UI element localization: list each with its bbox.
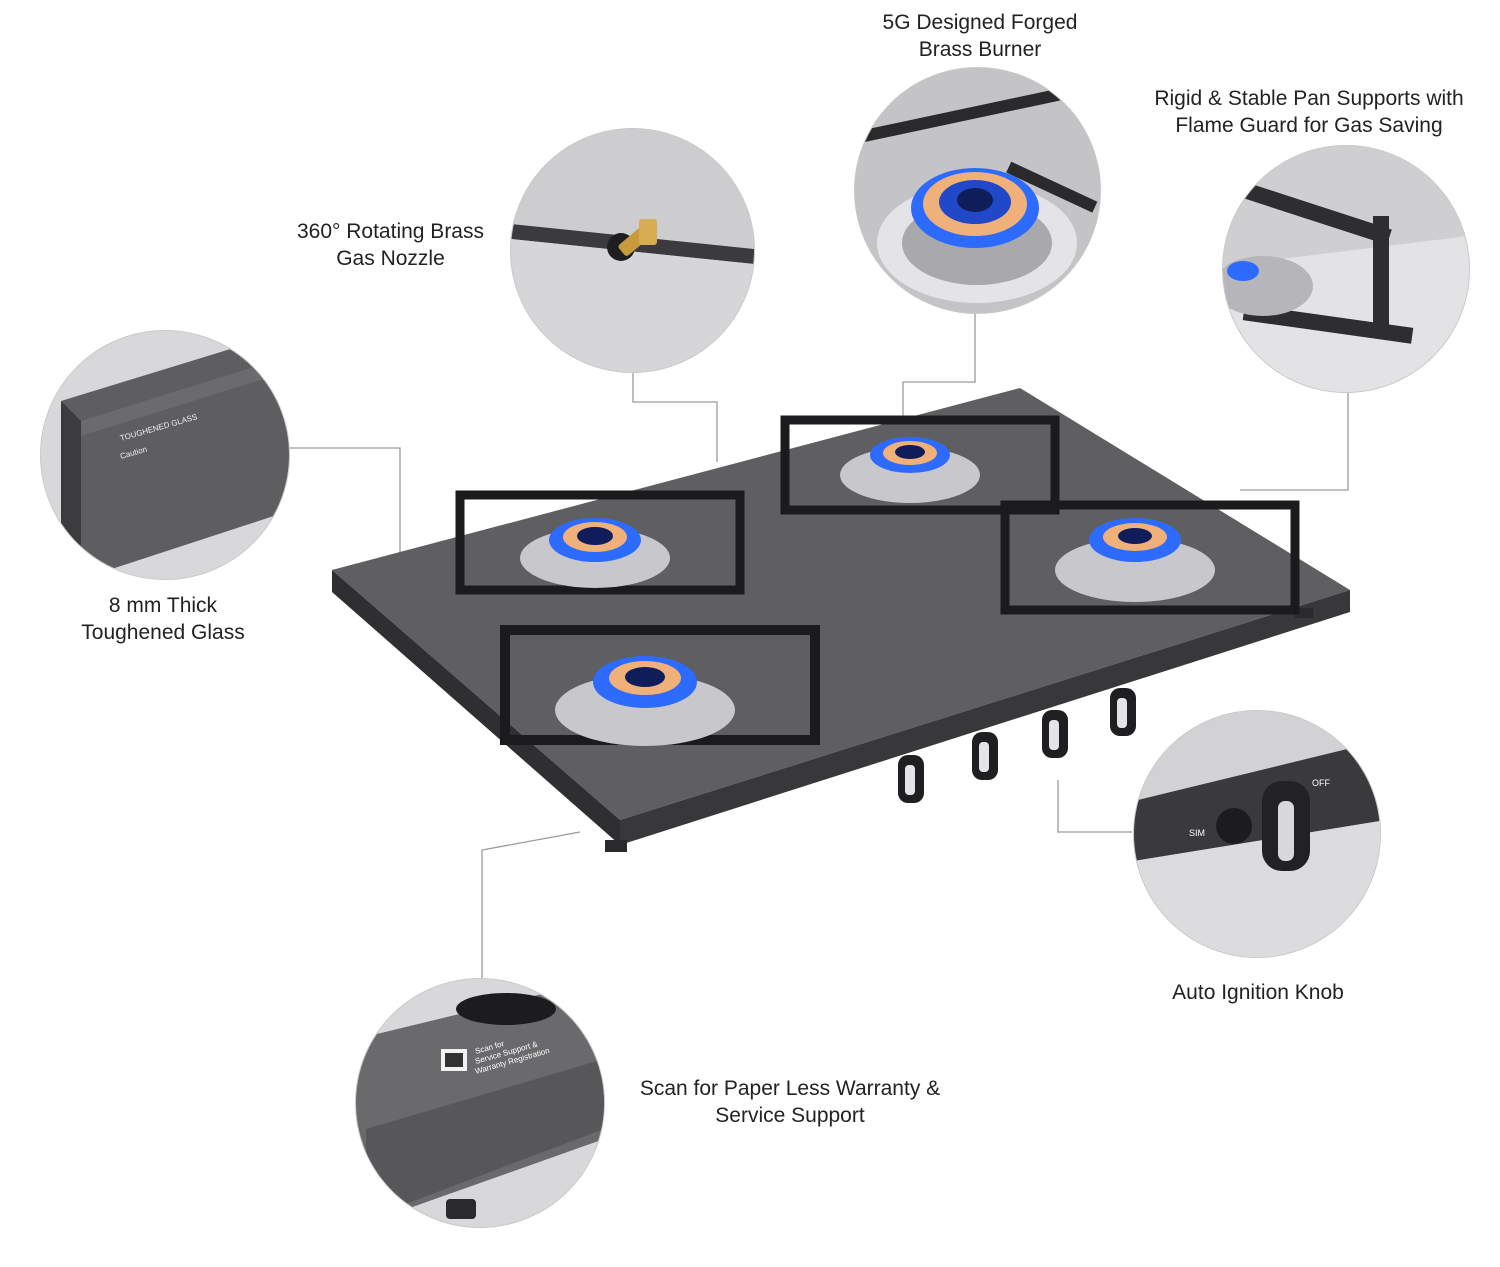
burner-back-right [780, 415, 1060, 515]
pan-support-closeup [1222, 145, 1470, 393]
knob-sim-text: SIM [1189, 828, 1205, 838]
burner-feature-label: 5G Designed Forged Brass Burner [882, 11, 1078, 61]
burner-front-right [1000, 500, 1300, 615]
nozzle-closeup [510, 128, 755, 373]
control-knobs [898, 688, 1136, 803]
glass-closeup: TOUGHENED GLASS Caution [40, 330, 290, 580]
burner-back-left [455, 490, 745, 595]
warranty-closeup: Scan for Service Support & Warranty Regi… [355, 978, 605, 1228]
burner-front-left [500, 625, 820, 746]
gas-stove-illustration [332, 388, 1350, 852]
nozzle-feature-label: 360° Rotating Brass Gas Nozzle [296, 220, 484, 270]
glass-feature-label: 8 mm Thick Toughened Glass [81, 594, 245, 644]
pan-support-feature-label: Rigid & Stable Pan Supports with Flame G… [1154, 87, 1464, 137]
knob-closeup: SIM OFF [1133, 710, 1381, 958]
knob-feature-label: Auto Ignition Knob [1172, 981, 1344, 1004]
warranty-feature-label: Scan for Paper Less Warranty & Service S… [639, 1077, 941, 1127]
burner-closeup [854, 67, 1101, 314]
knob-off-text: OFF [1312, 778, 1330, 788]
